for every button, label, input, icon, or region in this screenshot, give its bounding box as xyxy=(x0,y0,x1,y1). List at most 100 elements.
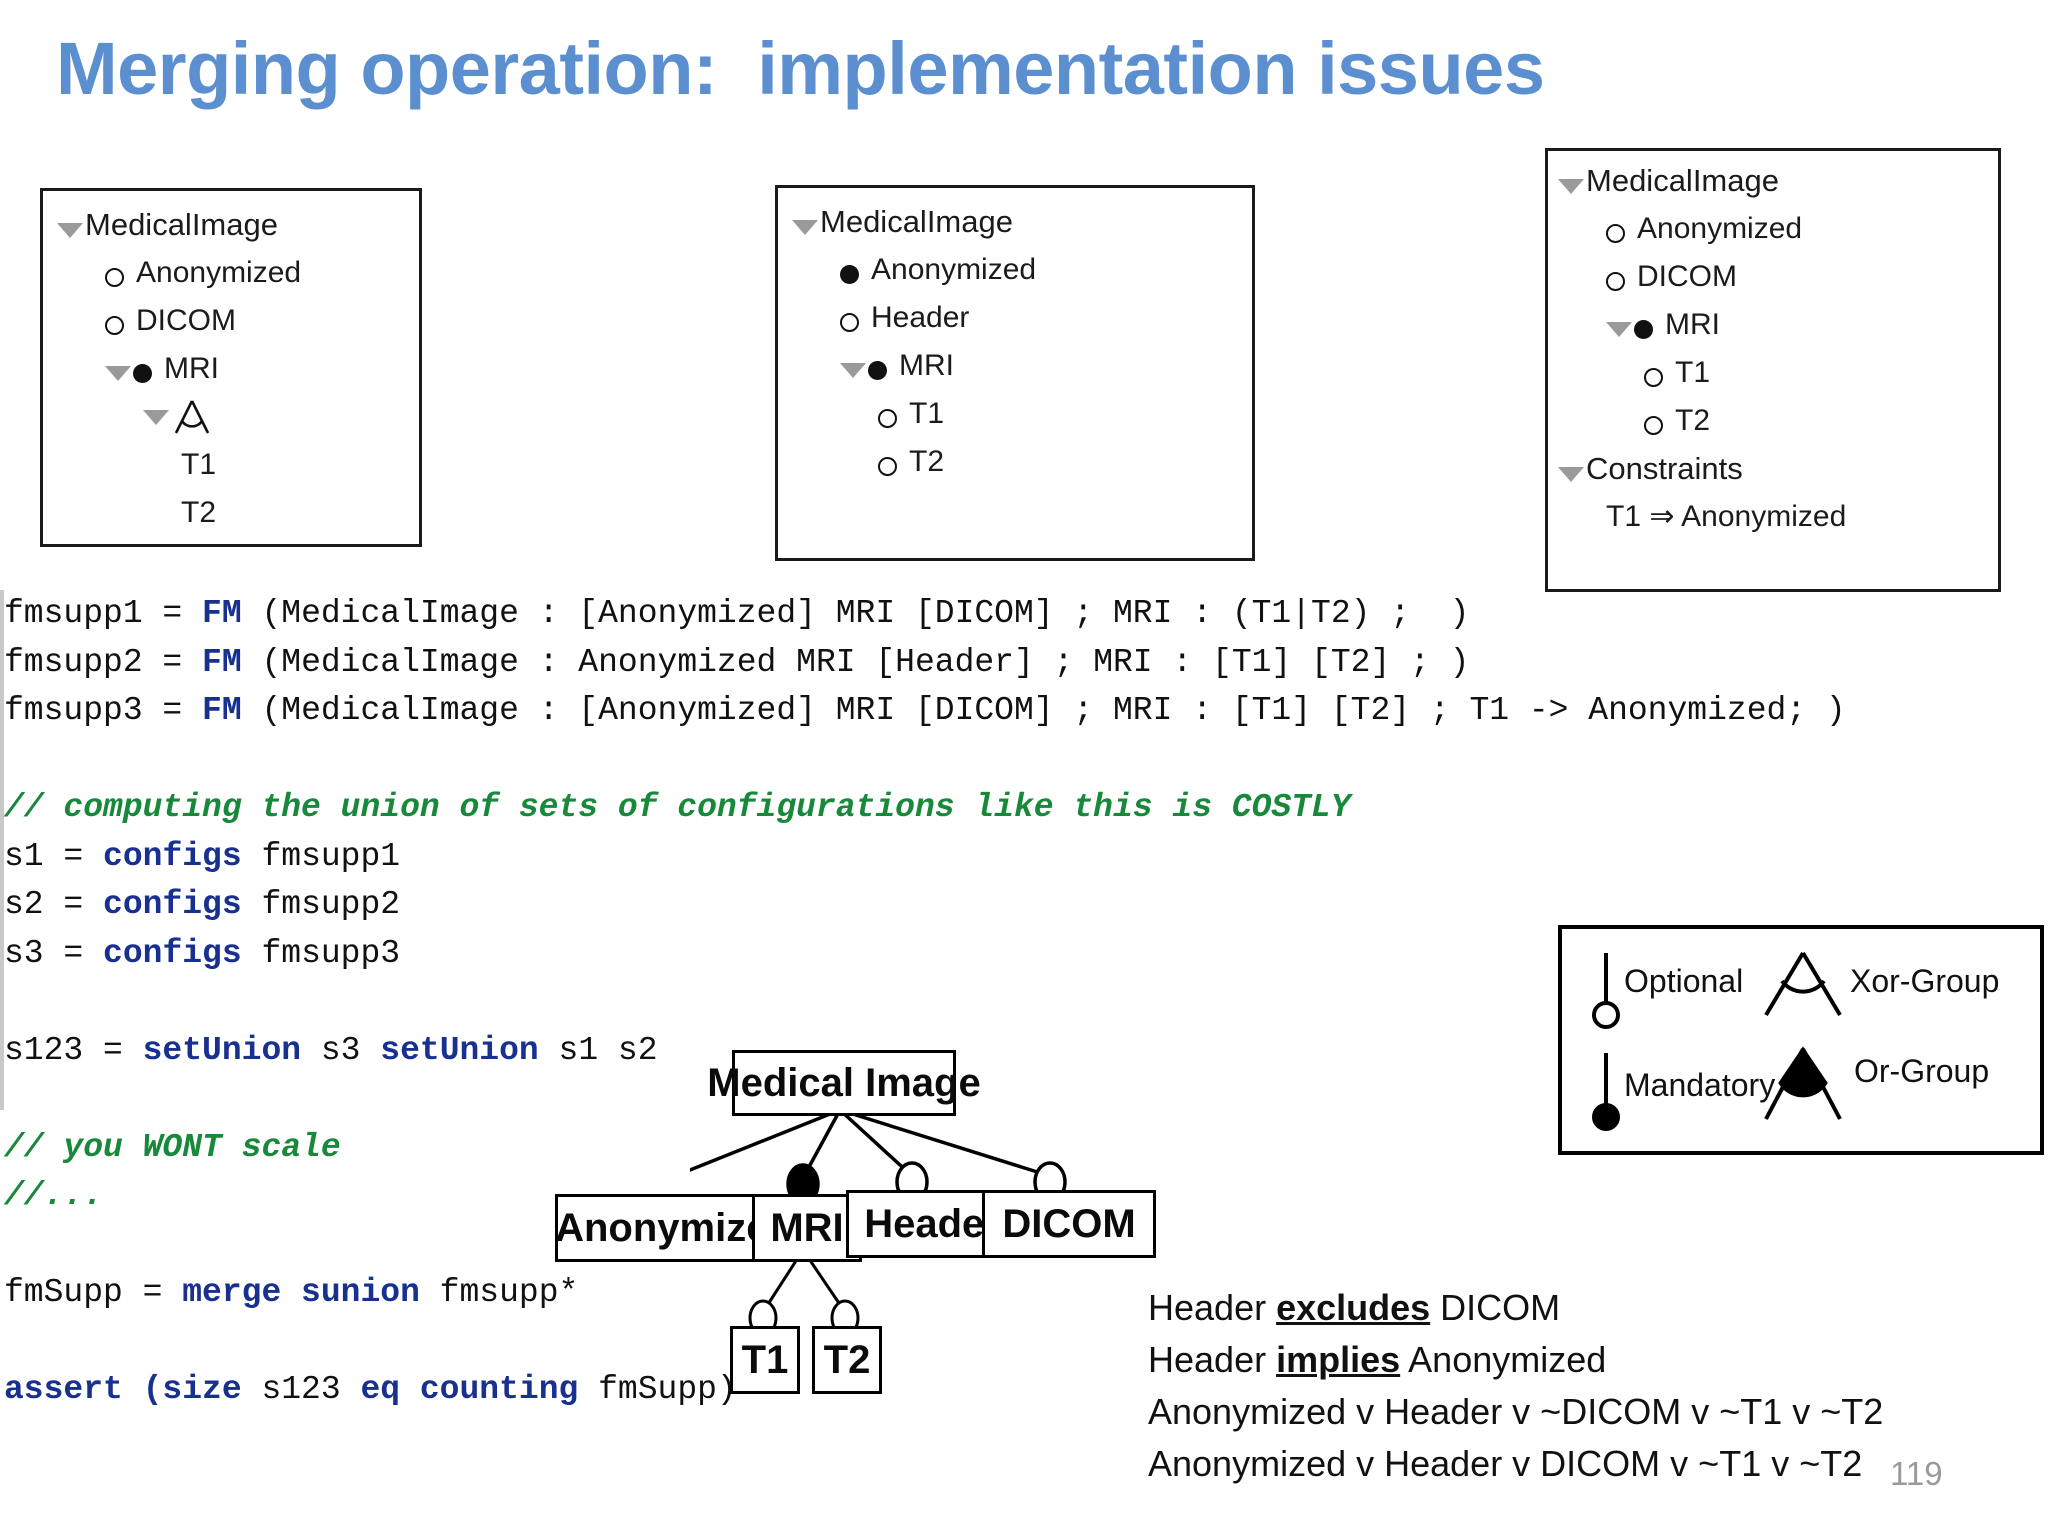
tree-row[interactable]: T2 xyxy=(1558,397,1998,445)
chevron-down-icon[interactable] xyxy=(1606,322,1632,338)
code-line: //... xyxy=(4,1172,2048,1221)
tree-row[interactable]: MRI xyxy=(792,342,1252,390)
constraint-operator: implies xyxy=(1276,1339,1401,1380)
code-token: (MedicalImage : [Anonymized] MRI [DICOM]… xyxy=(241,692,1846,729)
feature-node-medical-image[interactable]: Medical Image xyxy=(707,1050,981,1116)
code-line: s123 = setUnion s3 setUnion s1 s2 xyxy=(4,1027,2048,1076)
legend-label-optional: Optional xyxy=(1624,963,1744,999)
mandatory-dot-icon xyxy=(1634,320,1653,340)
code-token: (MedicalImage : Anonymized MRI [Header] … xyxy=(241,643,1470,681)
tree-row[interactable]: DICOM xyxy=(57,297,419,345)
optional-circle-icon xyxy=(1592,953,1620,1029)
tree-row[interactable]: Constraints xyxy=(1558,445,1998,493)
constraint-operator: excludes xyxy=(1276,1287,1431,1328)
code-token: FM xyxy=(202,692,242,729)
tree-row[interactable]: MedicalImage xyxy=(57,201,419,249)
constraint-line: Header implies Anonymized xyxy=(1148,1334,2028,1386)
code-line: fmSupp = merge sunion fmsupp* xyxy=(4,1269,2048,1318)
tree-row[interactable]: Anonymized xyxy=(57,249,419,297)
feature-node-header[interactable]: Header xyxy=(846,1190,1018,1258)
constraint-text-list: Header excludes DICOM Header implies Anon… xyxy=(1148,1282,2028,1490)
mandatory-dot-icon xyxy=(868,361,887,381)
tree-row[interactable]: MedicalImage xyxy=(1558,157,1998,205)
code-token: configs xyxy=(103,886,242,923)
code-line: s2 = configs fmsupp2 xyxy=(4,881,2048,930)
tree-item-label: MRI xyxy=(164,352,219,385)
tree-row[interactable]: Anonymized xyxy=(1558,205,1998,253)
tree-item-label: MedicalImage xyxy=(820,204,1013,239)
constraint-text: Header xyxy=(1148,1287,1277,1328)
tree-item-label: T2 xyxy=(909,445,945,478)
code-token: // computing the union of sets of config… xyxy=(4,789,1351,826)
code-line: fmsupp1 = FM (MedicalImage : [Anonymized… xyxy=(4,590,2048,639)
chevron-down-icon[interactable] xyxy=(1558,467,1584,483)
chevron-down-icon[interactable] xyxy=(792,220,818,236)
optional-circle-icon xyxy=(878,409,897,429)
constraint-text: DICOM xyxy=(1430,1287,1561,1328)
code-token: s3 = xyxy=(4,934,104,972)
legend-label-xor-group: Xor-Group xyxy=(1850,963,2000,999)
code-token: // you WONT scale xyxy=(4,1128,341,1166)
feature-node-label: Medical Image xyxy=(707,1060,981,1105)
constraint-text: Anonymized v Header v DICOM v ~T1 v ~T2 xyxy=(1148,1443,1863,1484)
legend-label-or-group: Or-Group xyxy=(1854,1053,1990,1089)
code-line: fmsupp2 = FM (MedicalImage : Anonymized … xyxy=(4,639,2048,688)
constraint-text: Header xyxy=(1148,1339,1277,1380)
tree-item-label: MedicalImage xyxy=(1586,163,1779,198)
tree-item-label: Header xyxy=(871,301,970,334)
tree-row[interactable]: MRI xyxy=(57,345,419,393)
chevron-down-icon[interactable] xyxy=(143,409,169,425)
tree-row[interactable]: Anonymized xyxy=(792,246,1252,294)
code-token: assert (size xyxy=(4,1371,242,1408)
tree-row[interactable] xyxy=(57,393,419,441)
notation-legend-box: Optional Xor-Group Mandatory Or-Group xyxy=(1558,925,2044,1155)
code-line xyxy=(4,736,2048,785)
code-token: s123 = xyxy=(4,1031,143,1069)
code-token: //... xyxy=(4,1177,104,1214)
tree-row[interactable]: T2 xyxy=(57,489,419,537)
tree-row[interactable]: MRI xyxy=(1558,301,1998,349)
chevron-down-icon[interactable] xyxy=(57,223,83,239)
feature-node-mri[interactable]: MRI xyxy=(752,1194,862,1262)
tree-row[interactable]: T1 xyxy=(1558,349,1998,397)
optional-circle-icon xyxy=(105,316,124,336)
code-line: s3 = configs fmsupp3 xyxy=(4,930,2048,979)
tree-row[interactable]: T1 ⇒ Anonymized xyxy=(1558,493,1998,541)
xor-group-icon xyxy=(171,393,213,441)
feature-node-t2[interactable]: T2 xyxy=(812,1326,882,1394)
tree-row[interactable]: DICOM xyxy=(1558,253,1998,301)
tree-item-label: MedicalImage xyxy=(85,207,278,242)
feature-node-label: MRI xyxy=(770,1205,844,1250)
tree-row[interactable]: MedicalImage xyxy=(792,198,1252,246)
chevron-down-icon[interactable] xyxy=(105,366,131,382)
tree-item-label: T1 ⇒ Anonymized xyxy=(1606,500,1847,533)
code-gutter-rail xyxy=(0,590,4,1110)
mandatory-dot-icon xyxy=(840,265,859,285)
optional-circle-icon xyxy=(105,268,124,288)
code-token: s3 xyxy=(301,1031,381,1069)
code-token: eq counting xyxy=(360,1371,579,1408)
code-token: s1 = xyxy=(4,837,104,875)
code-token: fmsupp* xyxy=(419,1274,579,1311)
tree-row[interactable]: Header xyxy=(792,294,1252,342)
tree-row[interactable]: T1 xyxy=(57,441,419,489)
code-token: setUnion xyxy=(142,1031,302,1069)
tree-item-label: Anonymized xyxy=(136,256,302,289)
feature-node-label: T1 xyxy=(741,1337,789,1382)
optional-circle-icon xyxy=(878,457,897,477)
code-token: fmSupp = xyxy=(4,1274,183,1311)
chevron-down-icon[interactable] xyxy=(1558,179,1584,195)
chevron-down-icon[interactable] xyxy=(840,363,866,379)
tree-item-label: T2 xyxy=(1675,404,1711,437)
tree-row[interactable]: T1 xyxy=(792,390,1252,438)
feature-node-dicom[interactable]: DICOM xyxy=(982,1190,1156,1258)
optional-circle-icon xyxy=(1606,224,1625,244)
feature-node-label: T2 xyxy=(823,1337,871,1382)
tree-row[interactable]: T2 xyxy=(792,438,1252,486)
code-token: FM xyxy=(202,643,242,681)
feature-node-t1[interactable]: T1 xyxy=(730,1326,800,1394)
feature-node-label: Header xyxy=(864,1201,1000,1246)
tree-item-label: T1 xyxy=(181,448,217,481)
